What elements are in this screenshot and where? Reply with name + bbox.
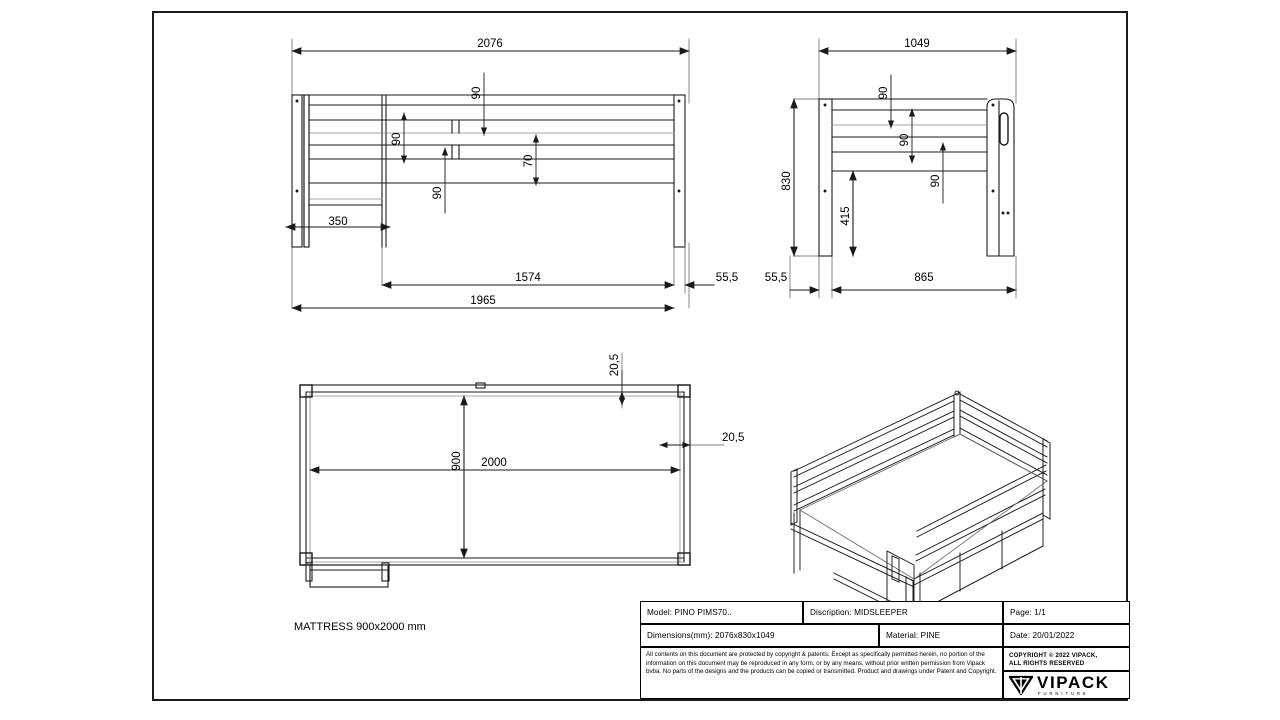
title-block-date: Date: 20/01/2022 [1003,624,1130,647]
drawing-sheet-border: 2076 90 90 70 90 350 1574 55,5 1965 1049… [152,11,1130,701]
dim-1965: 1965 [470,295,496,307]
dim-2000: 2000 [481,457,507,469]
dim-2076: 2076 [477,38,503,50]
copyright-line-1: COPYRIGHT © 2022 VIPACK, [1009,652,1098,659]
dim-90-f: 90 [930,175,942,188]
vipack-brand-sub: FURNITURE [1038,690,1089,696]
dim-205-right: 20,5 [722,432,744,444]
title-block-legal-text: All contents on this document are protec… [640,647,1003,699]
dim-415: 415 [840,206,852,225]
mattress-note: MATTRESS 900x2000 mm [294,621,426,633]
dim-90-b: 90 [391,133,403,146]
copyright-line-2: ALL RIGHTS RESERVED [1009,660,1085,668]
dim-70: 70 [523,155,535,168]
dim-350: 350 [328,216,347,228]
title-block-description: Discription: MIDSLEEPER [803,601,1003,624]
title-block-model: Model: PINO PIMS70.. [640,601,803,624]
title-block-material: Material: PINE [879,624,1003,647]
dim-1574: 1574 [515,272,541,284]
dim-830: 830 [781,171,793,190]
vipack-brand-name: VIPACK [1037,672,1110,692]
dim-900: 900 [451,451,463,470]
dim-555-left: 55,5 [765,272,787,284]
dim-1049: 1049 [904,38,930,50]
dim-205-top: 20,5 [609,354,621,376]
view-end-elevation [789,38,1017,299]
title-block-copyright: COPYRIGHT © 2022 VIPACK, ALL RIGHTS RESE… [1003,647,1130,671]
vipack-logo: VIPACK FURNITURE [1003,671,1130,699]
title-block-page: Page: 1/1 [1003,601,1130,624]
dim-865: 865 [914,272,933,284]
technical-drawing-svg: 2076 90 90 70 90 350 1574 55,5 1965 1049… [285,38,1051,658]
title-block-dimensions: Dimensions(mm): 2076x830x1049 [640,624,879,647]
view-plan [299,352,725,588]
dim-90-d: 90 [878,87,890,100]
dim-555-right: 55,5 [716,272,738,284]
view-side-elevation [285,38,715,312]
dim-90-c: 90 [432,187,444,200]
dim-90-e: 90 [899,134,911,147]
dim-90-a: 90 [471,87,483,100]
vipack-mark-icon [1009,675,1033,695]
